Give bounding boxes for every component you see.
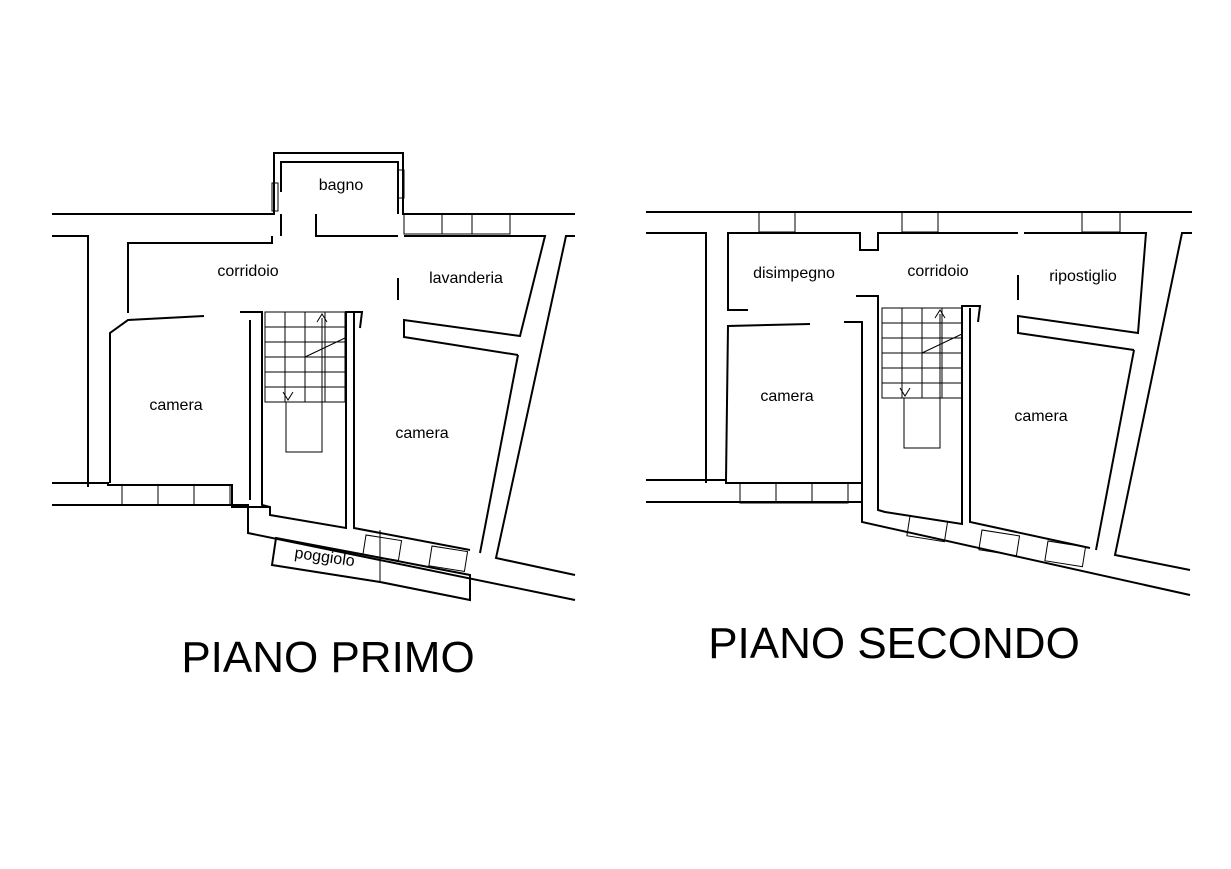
outer-wall-bottom-2 <box>646 479 863 507</box>
room-label-lavanderia: lavanderia <box>429 270 503 287</box>
corridoio-wall-right <box>403 235 547 356</box>
outer-wall-top-inner-2 <box>646 232 707 483</box>
window-bottom-2 <box>157 484 195 506</box>
bagno-window-right <box>397 169 405 199</box>
window-bottom-1 <box>121 484 159 506</box>
second-floor-plan: disimpegno corridoio ripostiglio camera … <box>646 211 1192 668</box>
outer-wall-right <box>494 235 576 576</box>
window2-bottom-1 <box>739 482 777 504</box>
outer-wall-bottom <box>52 482 270 508</box>
window-poggiolo-1 <box>362 534 403 561</box>
stair2-walls <box>856 295 982 526</box>
camera-right-wall-east <box>479 354 519 554</box>
window-top-1 <box>403 213 443 235</box>
disimpegno-walls <box>727 232 1018 311</box>
camera-right-walls <box>353 312 471 551</box>
window-top-2 <box>441 213 473 235</box>
room-label-corridoio: corridoio <box>217 263 278 280</box>
room-label-poggiolo: poggiolo <box>293 545 355 570</box>
room-label-camera-right-2: camera <box>1014 408 1067 425</box>
floor-title-primo: PIANO PRIMO <box>181 633 474 682</box>
stair2-treads <box>881 307 963 449</box>
first-floor-plan: bagno corridoio lavanderia camera camera… <box>52 152 576 682</box>
window-top-3 <box>471 213 511 235</box>
camera2-right-walls <box>969 308 1091 549</box>
window2-top-1 <box>758 211 796 233</box>
camera2-left-walls <box>725 323 811 481</box>
floor-title-secondo: PIANO SECONDO <box>708 619 1080 668</box>
room-label-corridoio-2: corridoio <box>907 263 968 280</box>
window-poggiolo-2 <box>428 545 469 572</box>
room-label-bagno: bagno <box>319 177 364 194</box>
window2-bottom-5 <box>978 529 1021 557</box>
camera2-right-east <box>1095 349 1135 551</box>
window2-top-3 <box>1081 211 1121 233</box>
corridoio-wall-top <box>127 236 273 313</box>
room-label-camera-left-2: camera <box>760 388 813 405</box>
window2-top-2 <box>901 211 939 233</box>
bagno-window-left <box>271 182 279 212</box>
window2-bottom-4 <box>906 515 949 543</box>
outer-wall-top-inner <box>52 235 89 487</box>
outer-wall-right-2 <box>1113 232 1192 571</box>
window2-bottom-2 <box>775 482 813 504</box>
room-label-disimpegno: disimpegno <box>753 265 835 282</box>
room-label-ripostiglio: ripostiglio <box>1049 268 1117 285</box>
ripostiglio-walls <box>1017 232 1148 351</box>
outer-wall-bottom-outer-2 <box>646 501 1191 596</box>
window2-bottom-3 <box>811 482 849 504</box>
room-label-camera-left: camera <box>149 397 202 414</box>
camera2-left-east <box>844 321 863 483</box>
window2-bottom-6 <box>1044 540 1087 568</box>
stair-treads <box>264 311 346 453</box>
stair-wall-left <box>240 311 364 530</box>
bagno-door-wall-right <box>315 214 398 237</box>
room-label-camera-right: camera <box>395 425 448 442</box>
camera-left-walls <box>109 315 205 483</box>
window-bottom-3 <box>193 484 231 506</box>
